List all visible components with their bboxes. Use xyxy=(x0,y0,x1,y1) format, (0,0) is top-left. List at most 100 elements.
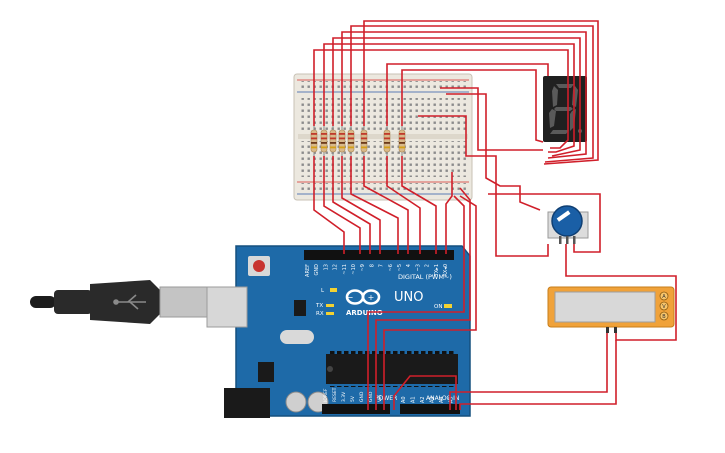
segment-e xyxy=(549,109,556,128)
digital-pin-label: AREF xyxy=(305,264,311,277)
wires xyxy=(313,20,677,410)
digital-pin-label: ~5 xyxy=(397,264,403,271)
sensor-pin-labels: AVB xyxy=(659,291,669,321)
resistor-band xyxy=(399,142,405,144)
resistor-band xyxy=(330,137,336,140)
power-header xyxy=(322,404,390,414)
digital-label: DIGITAL (PWM~) xyxy=(398,273,452,281)
sensor-pin xyxy=(659,311,669,321)
resistor-band xyxy=(384,142,390,144)
top-rails xyxy=(300,81,466,91)
wire-seg-6 xyxy=(363,20,599,165)
resistor-band xyxy=(339,133,345,135)
digital-pin-label: ~10 xyxy=(351,264,357,275)
wire-d5 xyxy=(386,156,421,254)
pot-pin-1 xyxy=(559,236,562,244)
potentiometer[interactable] xyxy=(547,205,589,244)
pot-pointer xyxy=(556,210,571,222)
resistor-band xyxy=(361,146,367,149)
digital-pin-label: 7 xyxy=(379,264,385,267)
resistor-band xyxy=(348,137,354,140)
resistor-band xyxy=(348,133,354,135)
sensor-pin xyxy=(659,291,669,301)
resistor-band xyxy=(311,133,317,135)
usb-strain-relief xyxy=(54,290,92,314)
digital-pin-label: RX◂0 xyxy=(443,264,449,277)
rx-label: RX xyxy=(316,311,324,317)
wire-seg-8 xyxy=(401,69,544,143)
digital-pin-label: ~6 xyxy=(388,264,394,271)
wire-d13 xyxy=(313,156,345,254)
digital-pin-label: 13 xyxy=(323,264,329,270)
analog-pin-label: A0 xyxy=(401,396,407,403)
sensor-pin-label: A xyxy=(662,294,666,300)
pot-knob[interactable] xyxy=(551,205,583,237)
pot-pin-2 xyxy=(566,236,569,244)
digital-header-pins xyxy=(304,250,454,260)
wire-seg-common xyxy=(440,87,543,151)
resistor-band xyxy=(384,146,390,149)
resistor-band xyxy=(339,146,345,149)
analog-pin-label: A2 xyxy=(420,396,426,403)
wire-d12 xyxy=(323,156,361,254)
sensor-terminal-2 xyxy=(614,327,617,333)
wire-seg-3 xyxy=(332,37,581,157)
wire-5v xyxy=(375,187,471,410)
regulator-chip xyxy=(258,362,274,382)
wire-d11 xyxy=(332,156,371,254)
resistor-band xyxy=(361,133,367,135)
segment-g xyxy=(554,107,573,111)
sensor-window xyxy=(554,291,656,323)
usb-b-port xyxy=(206,286,248,328)
rx-led xyxy=(326,312,334,315)
wire-sensor-a0 xyxy=(449,333,608,410)
voltage-regulator xyxy=(294,300,306,316)
power-label: POWER xyxy=(375,395,397,402)
sensor-pin xyxy=(659,301,669,311)
usb-plug-metal xyxy=(159,286,209,318)
wire-pot-right xyxy=(488,193,601,253)
segment-d xyxy=(550,130,569,134)
wire-pot-sensor xyxy=(565,244,677,341)
wire-d4 xyxy=(401,156,437,254)
wire-d10 xyxy=(341,156,381,254)
analog-header xyxy=(400,404,460,414)
resistor-band xyxy=(384,133,390,135)
digital-pin-label: 12 xyxy=(333,264,339,270)
sensor-pin-label: V xyxy=(662,304,666,310)
bottom-rails xyxy=(300,183,466,193)
power-pin-label: 5V xyxy=(350,395,356,402)
resistor-band xyxy=(339,137,345,140)
atmega-chip xyxy=(326,354,458,384)
usb-cable-end xyxy=(30,296,56,308)
digital-pin-label: 8 xyxy=(369,264,375,267)
chip-pins-top xyxy=(329,351,455,354)
tx-label: TX xyxy=(315,303,323,309)
resistor-band xyxy=(330,142,336,144)
segment-f xyxy=(552,86,558,107)
wire-d2 xyxy=(445,172,453,254)
resistor-band xyxy=(311,137,317,140)
digital-pin-label: GND xyxy=(314,264,320,276)
resistor-band xyxy=(399,133,405,135)
sensor-pin-label: B xyxy=(662,314,666,320)
wire-d7 xyxy=(350,156,399,254)
analog-pin-label: A4 xyxy=(439,396,445,403)
analog-pin-label: A5 xyxy=(449,396,455,403)
power-pin-label: GND xyxy=(368,391,374,402)
breadboard xyxy=(293,73,473,201)
resistor-band xyxy=(321,133,327,135)
pot-pin-3 xyxy=(573,236,576,244)
reset-button[interactable] xyxy=(253,260,265,272)
segment-a xyxy=(556,84,574,88)
digital-pin-label: ~3 xyxy=(415,264,421,271)
center-channel xyxy=(298,134,468,139)
power-pin-label: RESET xyxy=(332,387,338,402)
wire-analog-loop xyxy=(393,375,457,410)
resistor-band xyxy=(361,142,367,144)
wire-seg-2 xyxy=(323,43,575,153)
resistor-band xyxy=(384,137,390,140)
wire-d6 xyxy=(363,156,409,254)
